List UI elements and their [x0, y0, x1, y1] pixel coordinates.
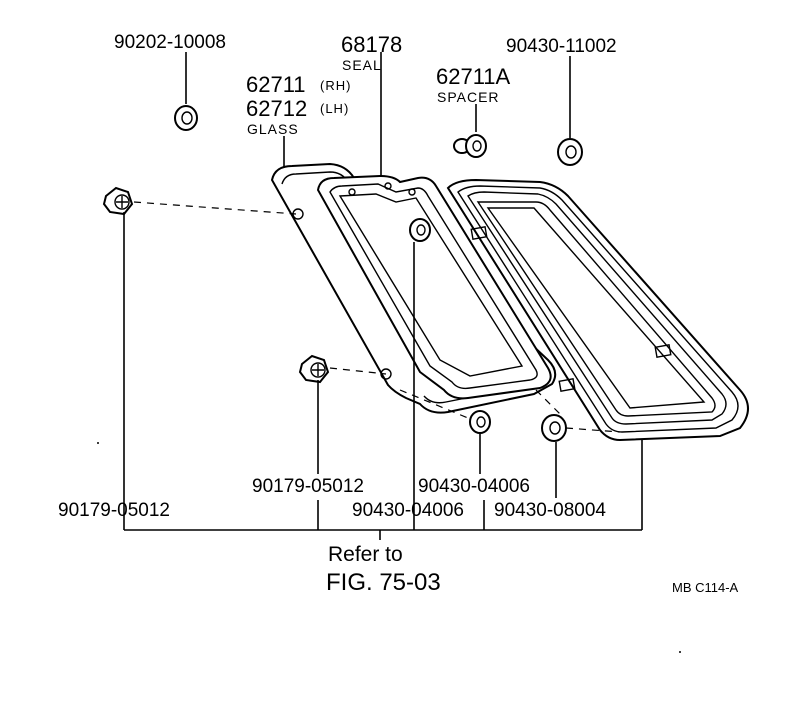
callout-90179-05012-left: 90179-05012 — [58, 500, 170, 521]
suffix-rh: (RH) — [320, 78, 351, 93]
suffix-lh: (LH) — [320, 101, 349, 116]
grommet-on-seal-icon — [409, 218, 431, 242]
grommet-90430-11002-icon — [557, 138, 583, 166]
leader-lines — [123, 52, 643, 540]
callout-90179-05012-middle: 90179-05012 — [252, 476, 364, 497]
callout-90430-04006-upper: 90430-04006 — [418, 476, 530, 497]
grommet-90430-04006-icon — [469, 410, 491, 434]
callout-labels: 90202-10008 68178 SEAL 62711 (RH) 62712 … — [58, 32, 739, 596]
seal-gasket — [316, 174, 552, 400]
callout-62711: 62711 — [246, 72, 306, 97]
window-frame — [446, 178, 749, 442]
spacer-62711a-icon — [453, 134, 487, 158]
nut-middle-icon — [298, 354, 330, 384]
reference-line-1: Refer to — [328, 543, 403, 566]
washer-90202-10008-icon — [174, 105, 198, 131]
callout-90202-10008: 90202-10008 — [114, 32, 226, 53]
callout-68178: 68178 — [341, 32, 402, 57]
callout-90430-04006-lower: 90430-04006 — [352, 500, 464, 521]
callout-90430-11002: 90430-11002 — [506, 36, 617, 57]
callout-62711a: 62711A — [436, 64, 511, 89]
callout-90430-08004: 90430-08004 — [494, 500, 606, 521]
figure-code: MB C114-A — [672, 580, 739, 595]
nut-left-icon — [102, 186, 134, 216]
assembly-dashed-lines — [133, 201, 621, 433]
reference-figure: FIG. 75-03 — [326, 569, 441, 596]
caption-seal: SEAL — [342, 57, 382, 73]
caption-spacer: SPACER — [437, 89, 500, 105]
callout-62712: 62712 — [246, 96, 307, 121]
grommet-90430-08004-icon — [541, 414, 567, 442]
glass-hole — [380, 368, 392, 380]
caption-glass: GLASS — [247, 121, 299, 137]
